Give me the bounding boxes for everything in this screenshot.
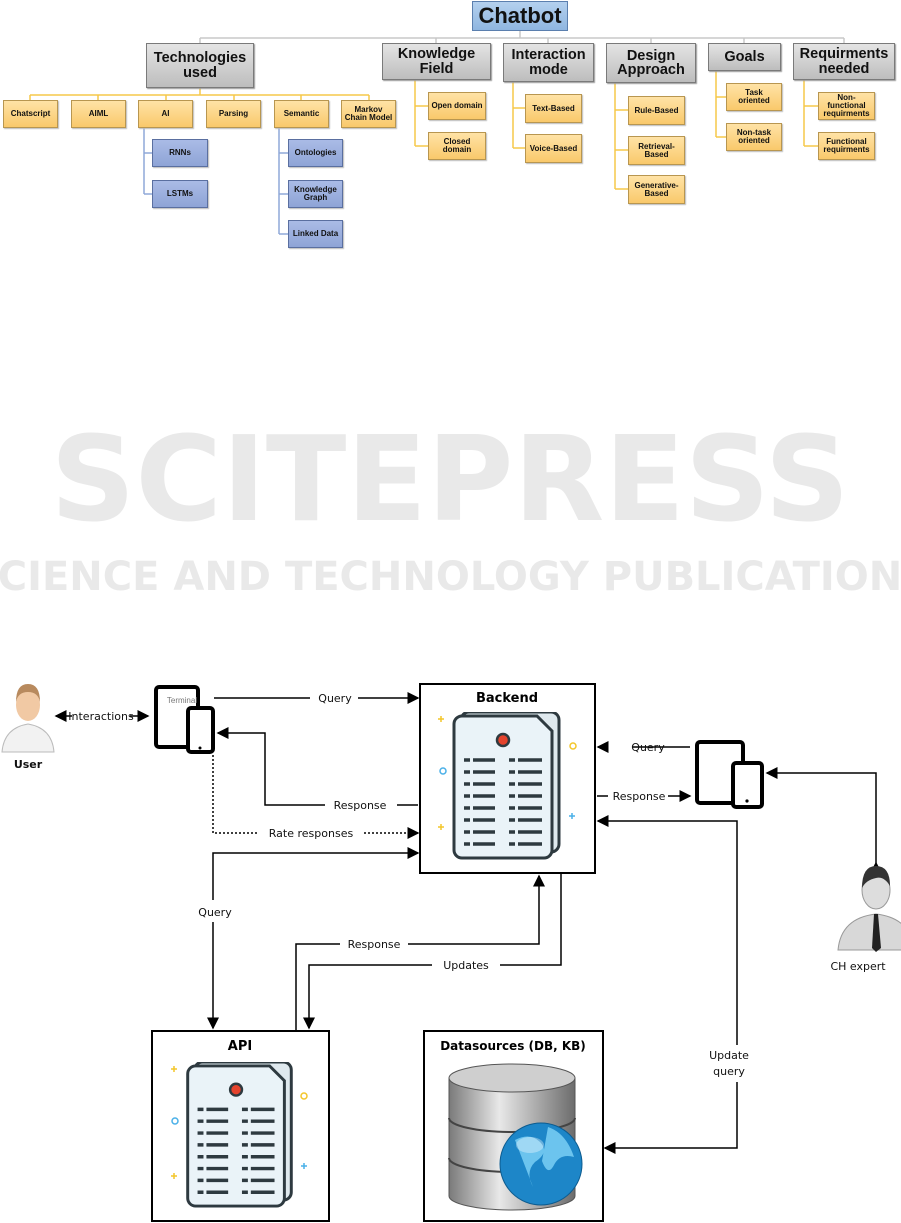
subleaf-lstms: LSTMs	[152, 180, 208, 208]
response-arrow	[218, 733, 418, 806]
updates-arrow	[309, 873, 562, 1028]
leaf-non-task-oriented: Non-task oriented	[726, 123, 782, 151]
leaf-text-based: Text-Based	[525, 94, 582, 123]
user-avatar-icon	[1, 684, 55, 753]
update-query-label-2: query	[713, 1065, 745, 1078]
leaf-retrieval-based: Retrieval-Based	[628, 136, 685, 165]
ch-expert-avatar-icon	[837, 866, 901, 952]
subleaf-ontologies: Ontologies	[288, 139, 343, 167]
watermark-sub: SCIENCE AND TECHNOLOGY PUBLICATIONS	[0, 554, 901, 600]
leaf-ai: AI	[138, 100, 193, 128]
api-query-label: Query	[198, 906, 232, 919]
tree-connectors	[29, 31, 845, 235]
category-requirments-needed: Requirments needed	[793, 43, 895, 80]
leaf-task-oriented: Task oriented	[726, 83, 782, 111]
leaf-open-domain: Open domain	[428, 92, 486, 120]
expert-query-label: Query	[631, 741, 665, 754]
terminal-devices-icon	[154, 685, 215, 754]
leaf-closed-domain: Closed domain	[428, 132, 486, 160]
leaf-functional-requirments: Functional requirments	[818, 132, 875, 160]
category-interaction-mode: Interaction mode	[503, 43, 594, 82]
ch-expert-label: CH expert	[830, 960, 886, 973]
backend-title: Backend	[476, 691, 538, 706]
leaf-semantic: Semantic	[274, 100, 329, 128]
subleaf-linked-data: Linked Data	[288, 220, 343, 248]
subleaf-rnns: RNNs	[152, 139, 208, 167]
rate-responses-arrow	[212, 755, 418, 833]
tree-root-chatbot: Chatbot	[472, 1, 568, 31]
api-response-arrow	[295, 876, 539, 1030]
leaf-voice-based: Voice-Based	[525, 134, 582, 163]
query-label: Query	[318, 692, 352, 705]
user-label: User	[14, 758, 43, 771]
update-query-arrow	[598, 821, 738, 1148]
api-response-label: Response	[348, 938, 401, 951]
leaf-non-functional-requirments: Non-functional requirments	[818, 92, 875, 120]
api-query-arrow	[213, 853, 418, 1028]
category-goals: Goals	[708, 43, 781, 71]
datasources-title: Datasources (DB, KB)	[440, 1039, 586, 1053]
interactions-label: Interactions	[68, 710, 134, 723]
api-title: API	[228, 1039, 252, 1054]
category-design-approach: Design Approach	[606, 43, 696, 83]
expert-link-arrow	[765, 767, 882, 874]
response-label: Response	[334, 799, 387, 812]
update-query-label-1: Update	[709, 1049, 749, 1062]
leaf-rule-based: Rule-Based	[628, 96, 685, 125]
category-knowledge-field: Knowledge Field	[382, 43, 491, 80]
updates-label: Updates	[443, 959, 489, 972]
category-technologies-used: Technologies used	[146, 43, 254, 88]
rate-responses-label: Rate responses	[269, 827, 354, 840]
decor-sparkles-icon	[438, 716, 577, 830]
terminal-label: Terminal	[167, 696, 197, 705]
subleaf-knowledge-graph: Knowledge Graph	[288, 180, 343, 208]
api-document-icon	[185, 1062, 294, 1208]
leaf-aiml: AIML	[71, 100, 126, 128]
watermark-main: SCITEPRESS	[50, 410, 849, 548]
expert-response-label: Response	[613, 790, 666, 803]
leaf-chatscript: Chatscript	[3, 100, 58, 128]
expert-devices-icon	[695, 740, 764, 809]
leaf-parsing: Parsing	[206, 100, 261, 128]
globe-icon	[499, 1122, 583, 1206]
backend-document-icon	[452, 712, 561, 860]
leaf-generative-based: Generative-Based	[628, 175, 685, 204]
leaf-markov-chain-model: Markov Chain Model	[341, 100, 396, 128]
api-sparkles-icon	[171, 1066, 308, 1179]
